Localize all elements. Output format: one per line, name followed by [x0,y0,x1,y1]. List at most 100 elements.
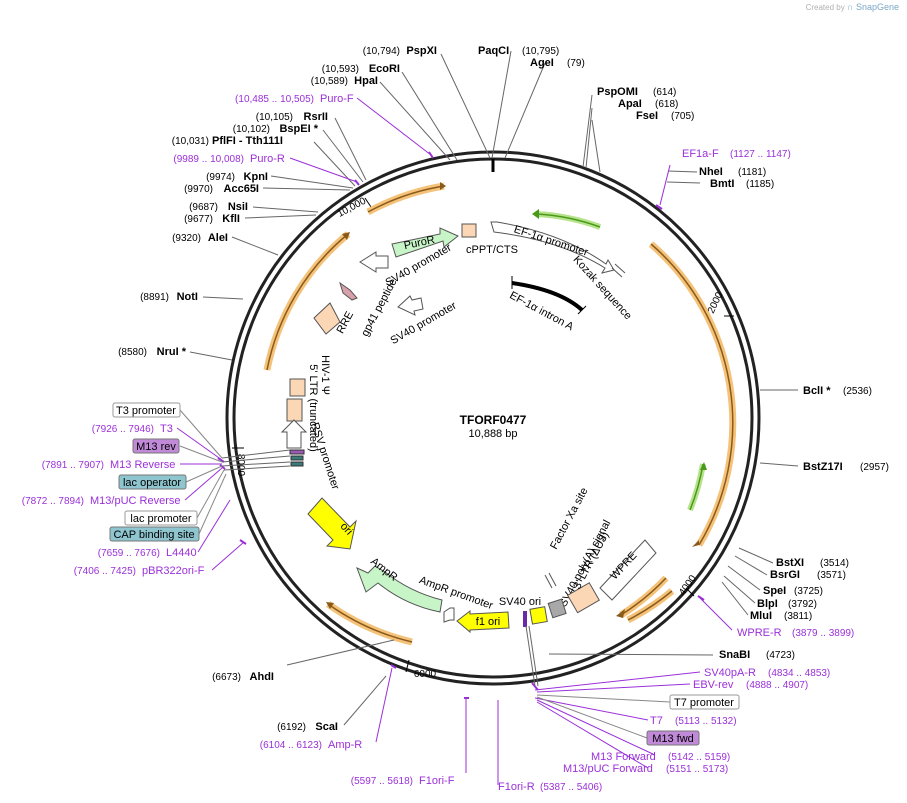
svg-text:EcoRI: EcoRI [369,63,400,75]
svg-text:(7891 .. 7907): (7891 .. 7907) [42,460,104,471]
svg-text:(1185): (1185) [746,179,774,190]
svg-text:M13 Reverse: M13 Reverse [110,459,175,471]
primer-t7: T7(5113 .. 5132) [650,715,737,727]
svg-text:L4440: L4440 [166,547,197,559]
enzyme-alei: AleI(9320) [172,232,228,244]
primer-m13-puc-forward: M13/pUC Forward(5151 .. 5173) [563,763,728,775]
svg-text:(10,485 .. 10,505): (10,485 .. 10,505) [235,94,314,105]
svg-text:SV40pA-R: SV40pA-R [704,667,756,679]
svg-text:(5597 .. 5618): (5597 .. 5618) [351,776,413,787]
sv40-promoter-arrow-lower: SV40 promoter [388,295,459,347]
svg-text:(5142 .. 5159): (5142 .. 5159) [668,752,730,763]
orf-arc-top [366,182,446,216]
bottom-cluster-lines [525,625,539,687]
svg-text:Acc65I: Acc65I [224,183,259,195]
svg-text:PspOMI: PspOMI [597,86,638,98]
svg-text:(6192): (6192) [277,722,306,733]
svg-text:F1ori-R: F1ori-R [498,781,535,793]
enzyme-bcli: BclI *(2536) [803,385,872,397]
rre-box: RRE [313,302,356,336]
ltr-small-markers [289,449,305,467]
svg-text:(5113 .. 5132): (5113 .. 5132) [675,716,737,727]
label-t3-promoter: T3 promoter [112,402,223,459]
svg-text:(1127 .. 1147): (1127 .. 1147) [730,149,791,160]
svg-text:(10,589): (10,589) [311,76,348,87]
svg-text:HpaI: HpaI [354,75,378,87]
primer-m13-forward: M13 Forward(5142 .. 5159) [591,751,730,763]
enzyme-kpni: KpnI(9974) [206,171,268,183]
svg-text:(79): (79) [567,58,585,69]
svg-text:(9989 .. 10,008): (9989 .. 10,008) [173,154,244,165]
snapgene-logo: ∩ SnapGene [846,2,899,12]
enzyme-bspei: BspEI *(10,102) [233,123,319,135]
svg-text:Amp-R: Amp-R [328,739,362,751]
primer-ticks [217,151,705,699]
label-lac-operator: lac operator [118,465,223,490]
svg-text:M13 fwd: M13 fwd [652,733,694,745]
primer-pbr322ori-f: pBR322ori-F(7406 .. 7425) [74,565,205,577]
enzyme-leader-lines [189,50,799,726]
svg-text:(10,795): (10,795) [522,46,559,57]
svg-text:f1 ori: f1 ori [476,616,500,628]
svg-text:(2957): (2957) [860,462,889,473]
svg-text:AhdI: AhdI [250,671,274,683]
enzyme-agei: AgeI(79) [530,57,585,69]
enzyme-nrui: NruI *(8580) [118,346,187,358]
svg-text:MluI: MluI [750,610,772,622]
svg-text:(1181): (1181) [738,167,766,178]
enzyme-acc65i: Acc65I(9970) [184,183,259,195]
svg-text:2000: 2000 [706,290,726,315]
enzyme-scai: ScaI(6192) [277,721,338,733]
svg-text:SpeI: SpeI [763,585,786,597]
primer-t3: T3(7926 .. 7946) [92,423,173,435]
enzyme-bstxi: BstXI(3514) [776,557,849,569]
svg-text:lac operator: lac operator [123,477,181,489]
svg-text:(8891): (8891) [140,292,169,303]
svg-text:EBV-rev: EBV-rev [693,679,734,691]
svg-text:HIV-1 Ψ: HIV-1 Ψ [319,355,331,395]
label-m13-rev: M13 rev [132,438,223,463]
enzyme-bsrgi: BsrGI(3571) [770,569,846,581]
cppt-cts-box: cPPT/CTS [461,223,518,256]
label-lac-promoter: lac promoter [124,469,225,526]
primer-m13-puc-reverse: M13/pUC Reverse(7872 .. 7894) [22,495,181,507]
svg-text:(7872 .. 7894): (7872 .. 7894) [22,496,84,507]
svg-text:(9687): (9687) [189,202,218,213]
svg-text:lac promoter: lac promoter [130,513,191,525]
svg-text:(5151 .. 5173): (5151 .. 5173) [666,764,728,775]
primer-l4440: L4440(7659 .. 7676) [98,547,197,559]
primer-ebv-rev: EBV-rev(4888 .. 4907) [693,679,808,691]
primer-puro-f: Puro-F(10,485 .. 10,505) [235,93,354,105]
ef1a-intron-arc: EF-1α intron A [507,276,587,334]
svg-text:BspEI *: BspEI * [279,123,318,135]
plasmid-name: TFORF0477 [460,413,527,427]
svg-text:pBR322ori-F: pBR322ori-F [142,565,205,577]
svg-text:(3811): (3811) [784,611,812,622]
primer-m13-reverse: M13 Reverse (7891 .. 7907) [42,459,176,471]
orf-arc-right-inner2 [626,588,675,624]
enzyme-pspxi: PspXI(10,794) [363,45,437,57]
svg-text:Factor Xa site: Factor Xa site [548,486,590,552]
svg-text:RsrII: RsrII [304,111,328,123]
primer-sv40pa-r: SV40pA-R(4834 .. 4853) [704,667,830,679]
svg-text:(3879 .. 3899): (3879 .. 3899) [792,628,854,639]
enzyme-bmti: BmtI(1185) [710,178,774,190]
ori-arrow: ori [307,497,357,550]
svg-text:(6673): (6673) [212,672,241,683]
svg-text:(5387 .. 5406): (5387 .. 5406) [540,782,602,793]
primer-wpre-r: WPRE-R (3879 .. 3899) [737,627,854,639]
svg-text:(10,031): (10,031) [172,136,209,147]
enzyme-nhei: NheI(1181) [699,166,766,178]
enzyme-nsii: NsiI(9687) [189,201,248,213]
svg-text:NotI: NotI [177,291,198,303]
plasmid-length: 10,888 bp [469,428,518,440]
svg-text:(705): (705) [671,111,694,122]
svg-text:(3725): (3725) [794,586,823,597]
primer-ef1a-f: EF1a-F(1127 .. 1147) [682,148,791,160]
svg-text:(2536): (2536) [843,386,872,397]
hiv-psi-box: HIV-1 Ψ [289,355,331,397]
svg-text:SnaBI: SnaBI [719,649,750,661]
svg-text:T7 promoter: T7 promoter [674,697,734,709]
svg-text:WPRE-R: WPRE-R [737,627,782,639]
